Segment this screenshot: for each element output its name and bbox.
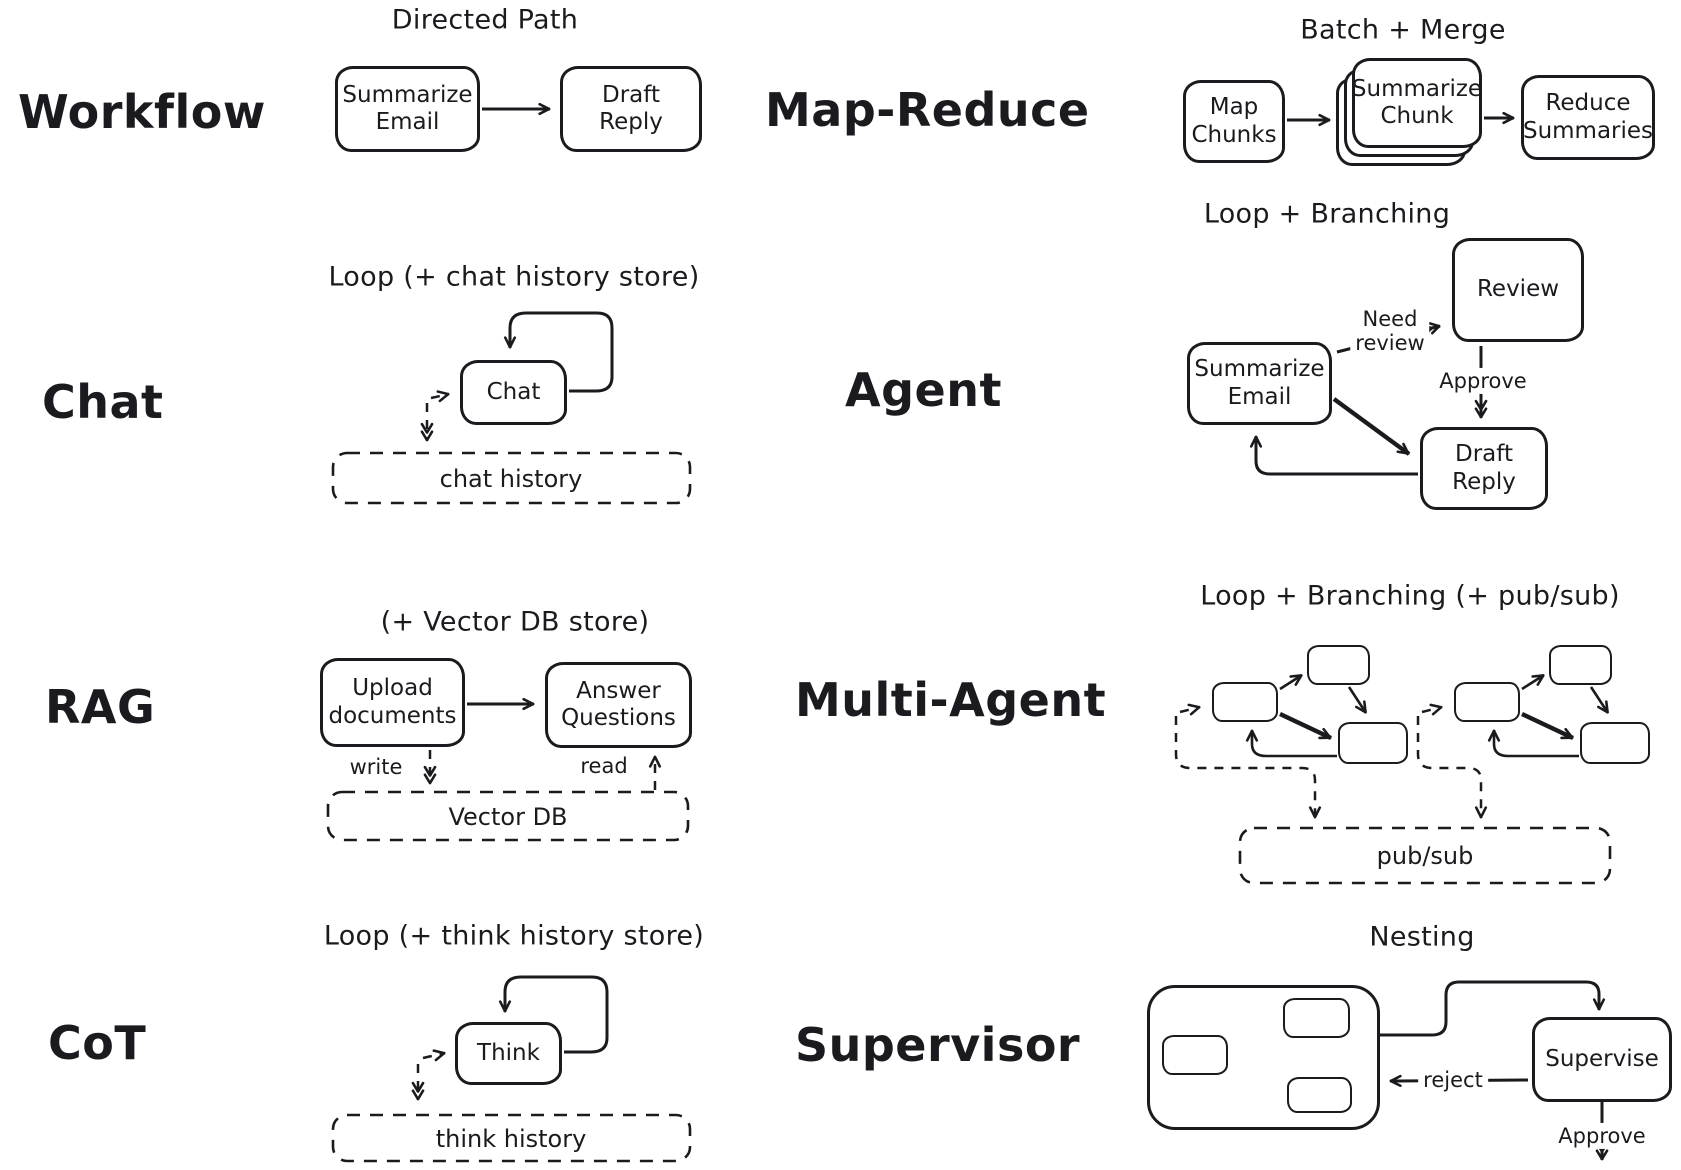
chat-node-chat: Chat [460, 360, 567, 425]
pubsub-store-box [1238, 826, 1612, 885]
chat-self-loop-arrow [503, 311, 614, 393]
multiagent-cluster1-pubsub-arrow [1174, 716, 1322, 819]
workflow-node-summarize-email: Summarize Email [335, 66, 480, 152]
chat-history-store-box [331, 451, 692, 505]
multiagent-cluster1-node-bottom [1338, 722, 1408, 764]
chat-title: Loop (+ chat history store) [328, 261, 700, 293]
multiagent-title: Loop + Branching (+ pub/sub) [1200, 580, 1620, 612]
multiagent-cluster2-node-top [1549, 645, 1612, 685]
chat-history-store-label: chat history [439, 465, 583, 493]
vector-db-store-label: Vector DB [448, 803, 568, 831]
mapreduce-node-summarize-chunk: Summarize Chunk [1352, 58, 1482, 148]
agent-title: Loop + Branching [1203, 198, 1451, 230]
rag-node-upload-documents: Upload documents [320, 658, 465, 747]
rag-title: (+ Vector DB store) [380, 606, 650, 638]
agent-edge-label-approve: Approve [1434, 367, 1532, 395]
supervisor-inner-node-bottom [1287, 1077, 1352, 1113]
chat-history-read-arrow [430, 390, 450, 403]
supervisor-edge-label-reject: reject [1418, 1066, 1488, 1094]
multiagent-cluster2-entry-arrow [1421, 703, 1443, 716]
think-history-store-label: think history [435, 1125, 587, 1153]
mapreduce-node-map-chunks: Map Chunks [1183, 80, 1285, 163]
rag-node-answer-questions: Answer Questions [545, 662, 692, 748]
section-label-agent: Agent [845, 363, 1002, 417]
vector-db-store-box [326, 790, 690, 842]
multiagent-cluster1-loop-back-arrow [1245, 729, 1337, 758]
supervisor-handoff-arrow [1380, 980, 1606, 1037]
agent-loop-back-arrow [1249, 435, 1418, 476]
mapreduce-title: Batch + Merge [1300, 14, 1506, 46]
workflow-title: Directed Path [391, 4, 579, 36]
multiagent-cluster2-arrow-left-bottom [1521, 712, 1574, 740]
multiagent-cluster2-arrow-left-top [1521, 673, 1545, 691]
section-label-workflow: Workflow [18, 85, 266, 139]
agent-draft-arrow [1332, 397, 1411, 456]
supervisor-edge-label-approve: Approve [1553, 1122, 1651, 1150]
multiagent-cluster2-node-left [1454, 682, 1520, 722]
cot-node-think: Think [455, 1022, 562, 1085]
multiagent-cluster1-arrow-left-bottom [1279, 712, 1332, 740]
agent-edge-label-need-review: Need review [1350, 305, 1430, 357]
multiagent-cluster2-arrow-top-bottom [1589, 686, 1610, 714]
multiagent-cluster1-node-left [1212, 682, 1278, 722]
cot-title: Loop (+ think history store) [323, 920, 705, 952]
multiagent-cluster2-pubsub-arrow [1416, 716, 1488, 819]
section-label-mapreduce: Map-Reduce [765, 83, 1090, 137]
supervisor-inner-node-left [1162, 1035, 1228, 1075]
supervisor-inner-node-top [1283, 998, 1350, 1038]
multiagent-cluster1-node-top [1307, 645, 1370, 685]
multiagent-cluster1-entry-arrow [1179, 703, 1201, 716]
workflow-node-draft-reply: Draft Reply [560, 66, 702, 152]
cot-self-loop-arrow [498, 975, 609, 1054]
agent-node-review: Review [1452, 238, 1584, 342]
section-label-cot: CoT [48, 1016, 147, 1070]
mapreduce-node-reduce-summaries: Reduce Summaries [1521, 75, 1655, 160]
section-label-rag: RAG [45, 680, 156, 734]
multiagent-cluster2-node-bottom [1580, 722, 1650, 764]
supervisor-title: Nesting [1369, 921, 1475, 953]
section-label-chat: Chat [42, 375, 164, 429]
section-label-supervisor: Supervisor [795, 1018, 1081, 1072]
rag-edge-label-read: read [575, 752, 633, 780]
multiagent-cluster1-arrow-top-bottom [1347, 686, 1368, 714]
agent-node-summarize-email: Summarize Email [1187, 342, 1332, 425]
supervisor-node-supervise: Supervise [1532, 1017, 1672, 1102]
agent-node-draft-reply: Draft Reply [1420, 427, 1548, 510]
multiagent-cluster1-arrow-left-top [1279, 673, 1303, 691]
section-label-multiagent: Multi-Agent [795, 673, 1107, 727]
rag-edge-label-write: write [344, 753, 408, 781]
think-history-store-box [331, 1113, 692, 1163]
multiagent-cluster2-loop-back-arrow [1487, 729, 1579, 758]
pubsub-store-label: pub/sub [1376, 842, 1474, 870]
cot-history-read-arrow [422, 1049, 446, 1062]
